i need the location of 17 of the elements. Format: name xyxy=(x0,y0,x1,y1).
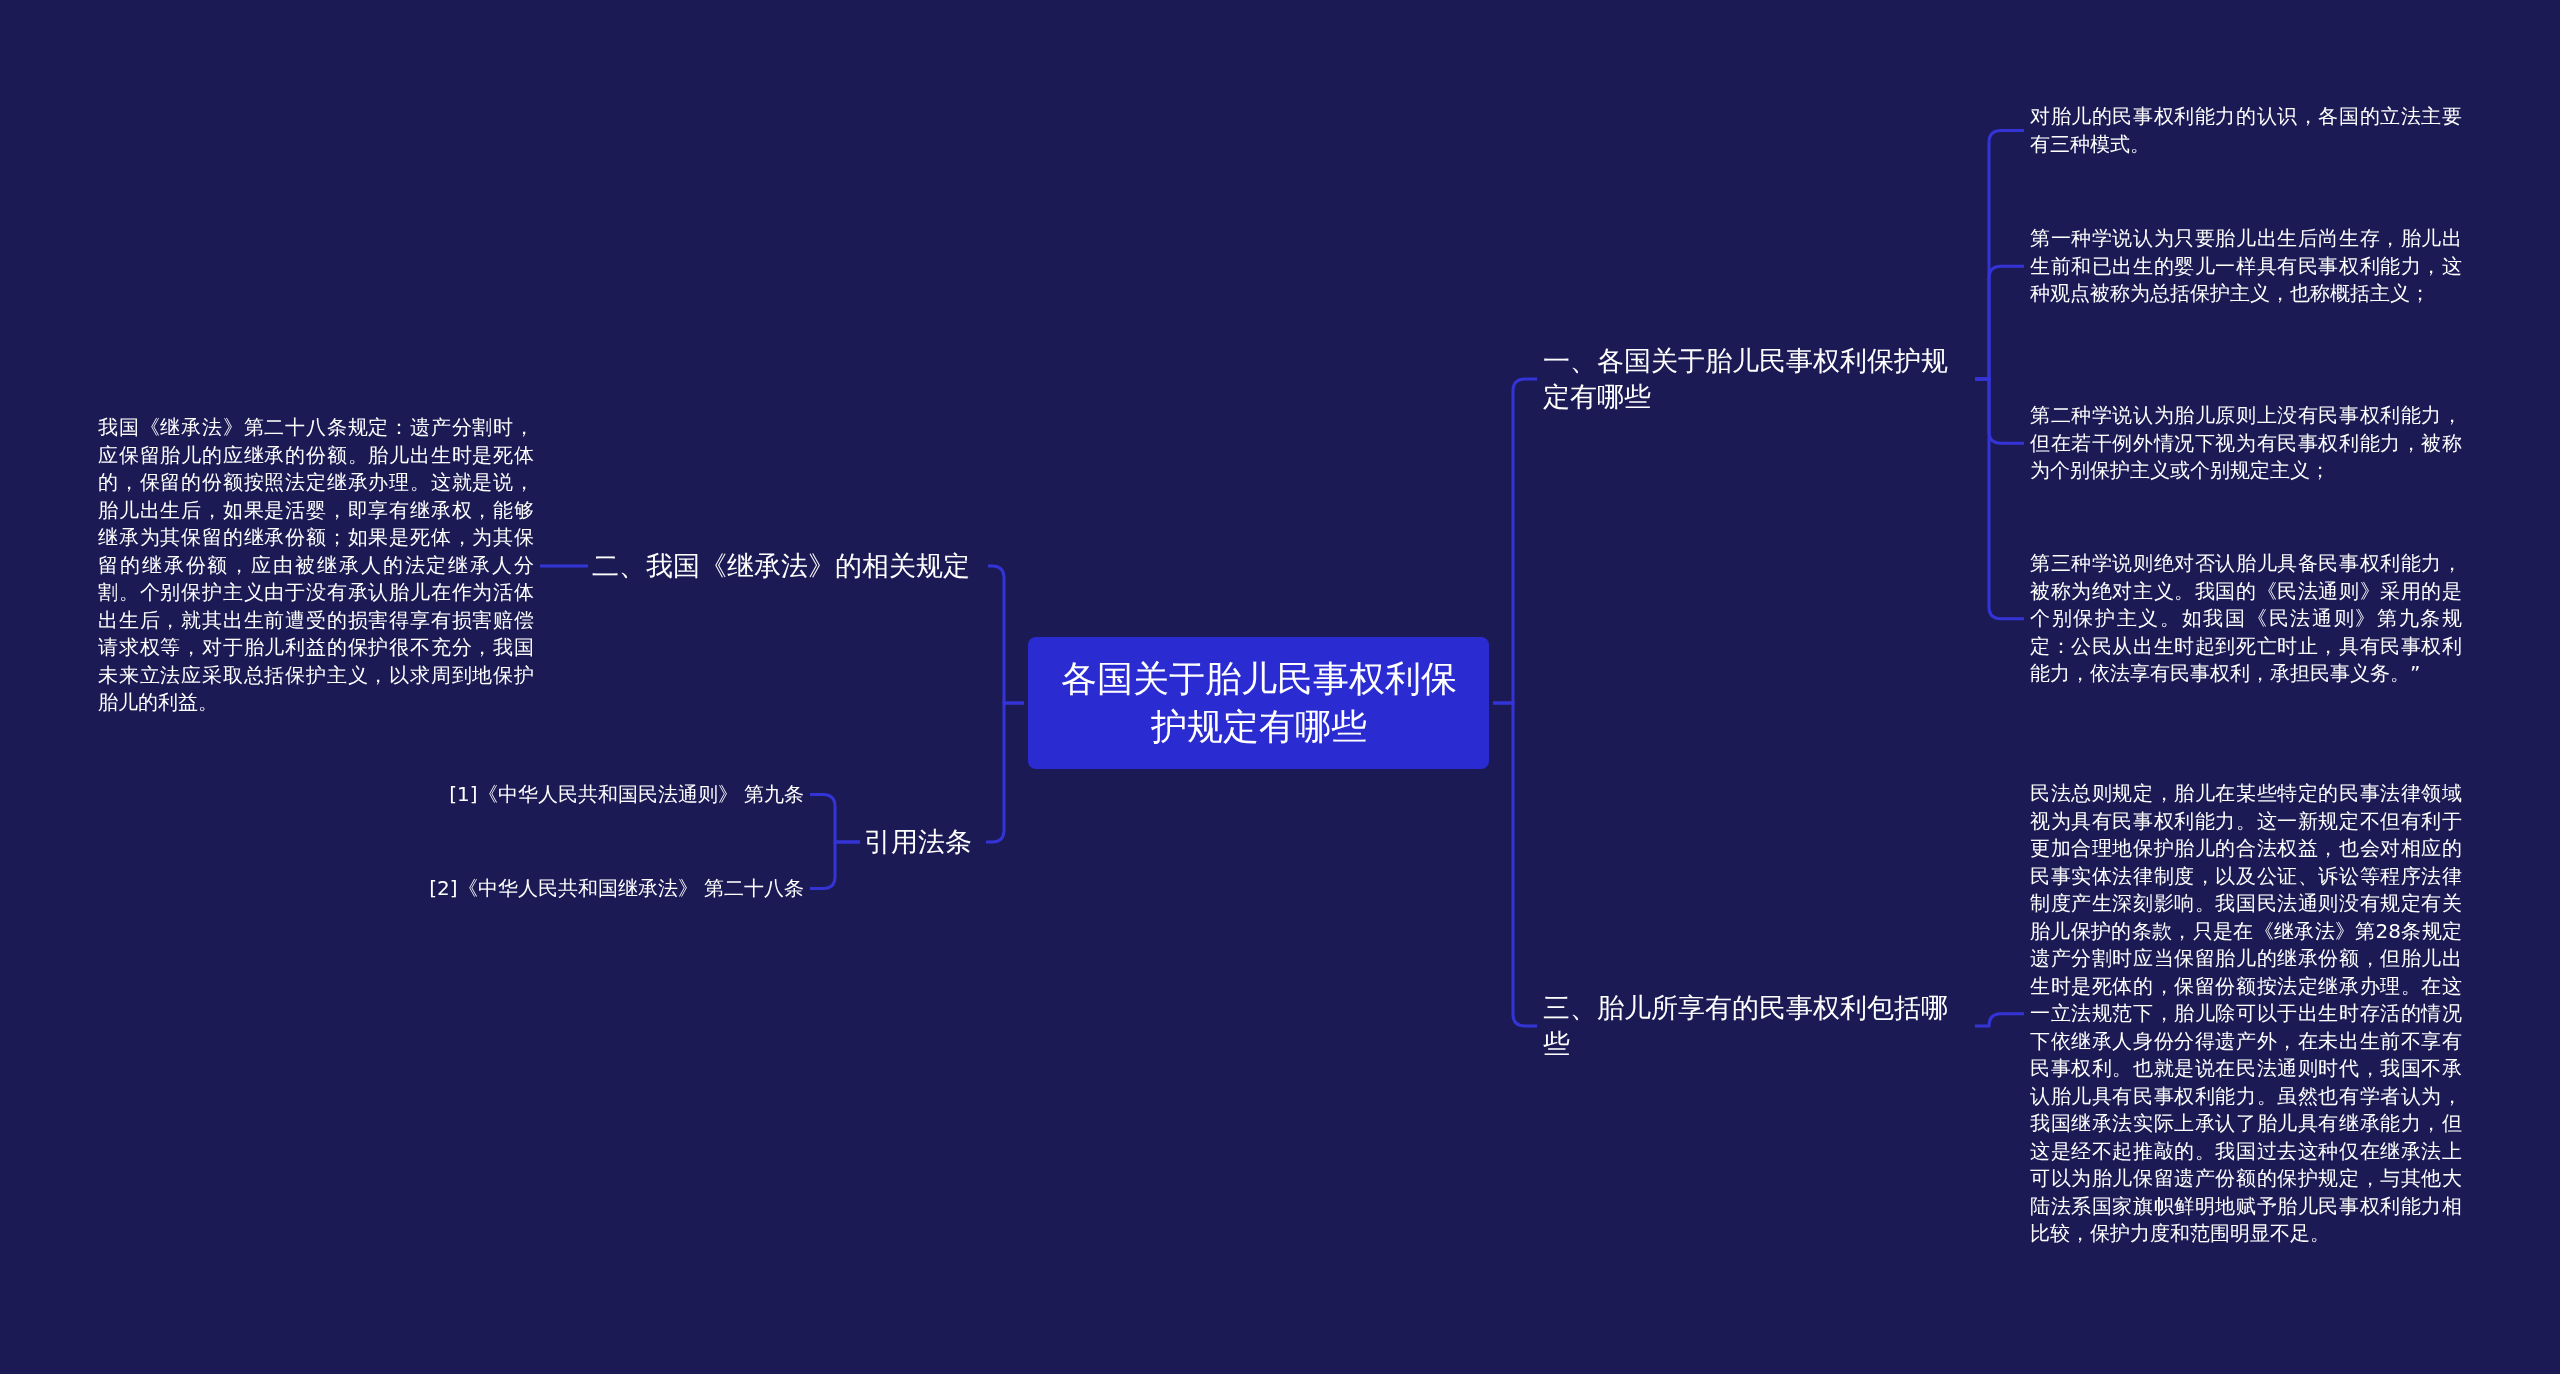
detail-text: 我国《继承法》第二十八条规定：遗产分割时，应保留胎儿的应继承的份额。胎儿出生时是死体的，保留的份额按照法定继承办理。这就是说，胎儿出生后，如果是活婴，即享有继承权，能够继承为其保留的继承份额；如果是死体，为其保留的继承份额，应由被继承人的法定继承人分割。个别保护主义由于没有承认胎儿在作为活体出生后，就其出生前遭受的损害得享有损害赔偿请求权等，对于胎儿利益的保护很不充分，我国未来立法应采取总括保护主义，以求周到地保护胎儿的利益。 xyxy=(98,414,534,717)
detail-text: 第一种学说认为只要胎儿出生后尚生存，胎儿出生前和已出生的婴儿一样具有民事权利能力，这种观点被称为总括保护主义，也称概括主义； xyxy=(2030,225,2462,308)
connector-line xyxy=(540,564,588,568)
branch-topic-text: 三、胎儿所享有的民事权利包括哪些 xyxy=(1543,990,1963,1062)
citation-text: [2]《中华人民共和国继承法》 第二十八条 xyxy=(380,875,804,902)
detail-text: 对胎儿的民事权利能力的认识，各国的立法主要有三种模式。 xyxy=(2030,103,2462,158)
detail-text: 第三种学说则绝对否认胎儿具备民事权利能力，被称为绝对主义。我国的《民法通则》采用的是个别保护主义。如我国《民法通则》第九条规定：公民从出生时起到死亡时止，具有民事权利能力，依法享有民事权利，承担民事义务。” xyxy=(2030,550,2462,688)
branch-topic-text: 引用法条 xyxy=(864,824,980,860)
connector-line xyxy=(1975,377,2024,621)
central-topic-box: 各国关于胎儿民事权利保护规定有哪些 xyxy=(1028,637,1489,769)
connector-line xyxy=(810,840,860,890)
detail-text: 民法总则规定，胎儿在某些特定的民事法律领域视为具有民事权利能力。这一新规定不但有利于更加合理地保护胎儿的合法权益，也会对相应的民事实体法律制度，以及公证、诉讼等程序法律制度产生深刻影响。我国民法通则没有规定有关胎儿保护的条款，只是在《继承法》第28条规定遗产分割时应当保留胎儿的继承份额，但胎儿出生时是死体的，保留份额按法定继承办理。在这一立法规范下，胎儿除可以于出生时存活的情况下依继承人身份分得遗产外，在未出生前不享有民事权利。也就是说在民法通则时代，我国不承认胎儿具有民事权利能力。虽然也有学者认为，我国继承法实际上承认了胎儿具有继承能力，但这是经不起推敲的。我国过去这种仅在继承法上可以为胎儿保留遗产份额的保护规定，与其他大陆法系国家旗帜鲜明地赋予胎儿民事权利能力相比较，保护力度和范围明显不足。 xyxy=(2030,780,2462,1248)
branch-topic-text: 一、各国关于胎儿民事权利保护规定有哪些 xyxy=(1543,343,1963,415)
connector-line xyxy=(1975,1012,2024,1028)
detail-text: 第二种学说认为胎儿原则上没有民事权利能力，但在若干例外情况下视为有民事权利能力，被称为个别保护主义或个别规定主义； xyxy=(2030,402,2462,485)
branch-topic-text: 二、我国《继承法》的相关规定 xyxy=(592,548,982,584)
citation-text: [1]《中华人民共和国民法通则》 第九条 xyxy=(380,781,804,808)
